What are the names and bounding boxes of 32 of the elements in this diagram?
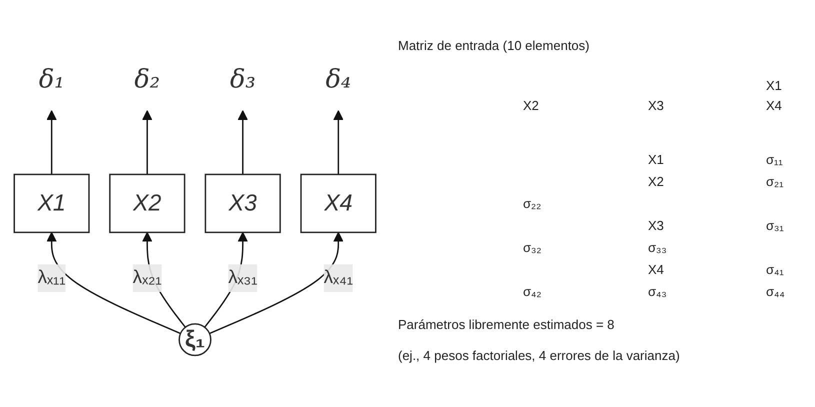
matrix-entry: σ₂₂	[523, 196, 542, 211]
matrix-entry: σ₃₃	[648, 240, 667, 255]
matrix-entry: X2	[648, 174, 664, 189]
matrix-entry: X4	[766, 98, 782, 113]
arrow	[333, 110, 344, 175]
matrix-heading: Matriz de entrada (10 elementos)	[398, 38, 590, 53]
matrix-entry: σ₄₂	[523, 284, 542, 299]
arrow	[142, 110, 152, 175]
matrix-entry: X2	[523, 98, 539, 113]
matrix-entry: σ₄₃	[648, 284, 667, 299]
note-text: Parámetros libremente estimados = 8	[398, 317, 614, 332]
note-text: (ej., 4 pesos factoriales, 4 errores de la varianza)	[398, 348, 680, 363]
matrix-entry: σ₄₄	[766, 284, 785, 299]
matrix-entry: σ₃₁	[766, 218, 784, 233]
error-term-label: δ₁	[38, 66, 64, 95]
matrix-entry: X1	[766, 78, 782, 93]
arrow	[209, 232, 344, 334]
matrix-entry: σ₄₁	[766, 262, 784, 277]
arrow	[46, 110, 57, 175]
error-term-label: δ₃	[230, 66, 256, 95]
latent-variable-circle: ξ₁	[178, 324, 212, 356]
matrix-entry: X3	[648, 218, 664, 233]
matrix-entry: X1	[648, 152, 664, 167]
matrix-entry: X4	[648, 262, 664, 277]
matrix-entry: σ₃₂	[523, 240, 542, 255]
error-term-label: δ₄	[326, 66, 352, 95]
arrow	[46, 232, 181, 334]
matrix-entry: σ₁₁	[766, 152, 783, 167]
matrix-entry: σ₂₁	[766, 174, 784, 189]
matrix-entry: X3	[648, 98, 664, 113]
error-term-label: δ₂	[134, 66, 160, 95]
arrow	[238, 110, 248, 175]
